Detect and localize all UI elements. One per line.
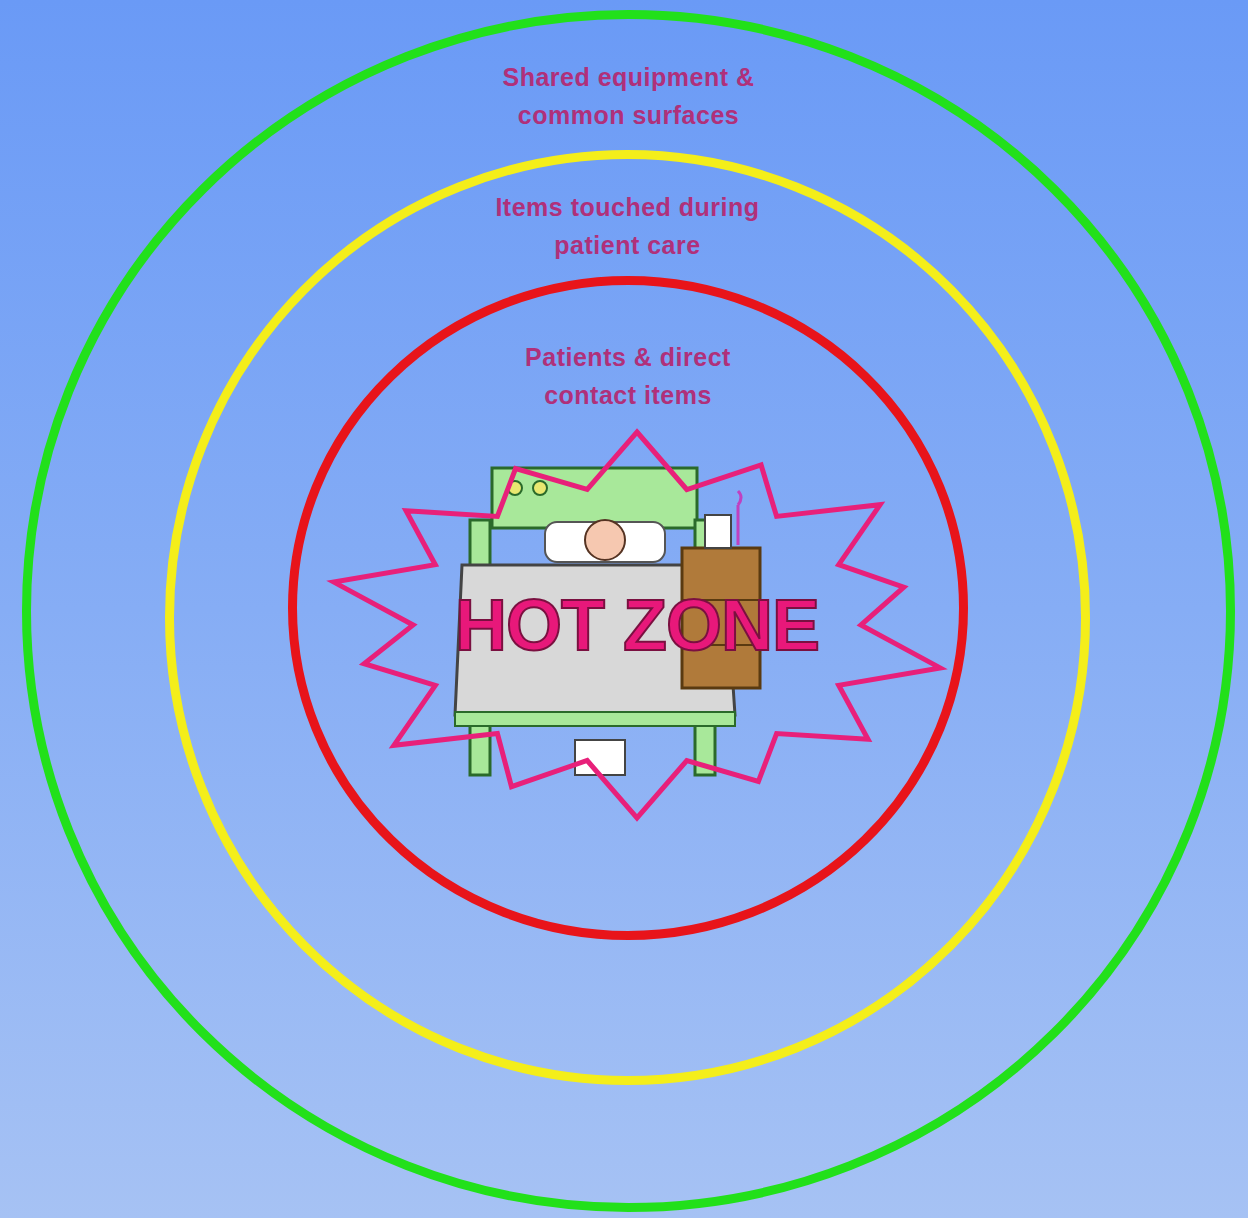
zone-label: Shared equipment & common surfaces <box>469 10 789 134</box>
bedpan <box>575 740 625 775</box>
inner-zone-circle: Patients & direct contact itemsHOT ZONE <box>288 276 968 940</box>
zone-label: Patients & direct contact items <box>493 276 763 414</box>
zone-label: Items touched during patient care <box>468 150 788 264</box>
headboard <box>492 468 697 528</box>
bed-light <box>533 481 547 495</box>
cup-straw <box>738 491 741 545</box>
hot-zone-starburst: HOT ZONE <box>322 428 952 822</box>
outer-zone-circle: Shared equipment & common surfacesItems … <box>22 10 1235 1212</box>
zone-title: HOT ZONE <box>455 585 819 665</box>
middle-zone-circle: Items touched during patient carePatient… <box>165 150 1090 1085</box>
patient-head <box>585 520 625 560</box>
tissue-box <box>705 515 731 548</box>
bed-rail <box>455 712 735 726</box>
